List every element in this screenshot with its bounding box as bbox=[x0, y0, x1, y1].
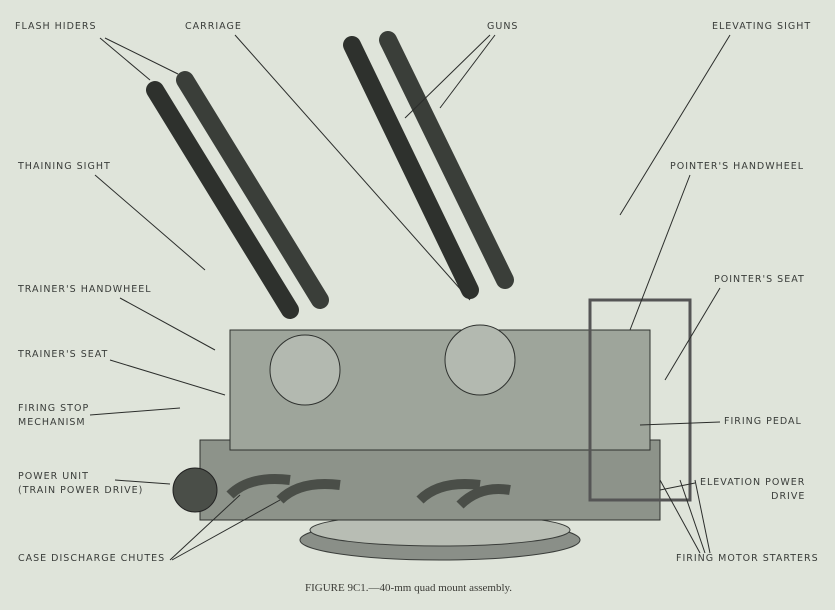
label-flash-hiders: FLASH HIDERS bbox=[15, 21, 97, 32]
label-trainers-seat: TRAINER'S SEAT bbox=[18, 349, 109, 360]
label-line: DRIVE bbox=[771, 491, 806, 502]
label-firing-pedal: FIRING PEDAL bbox=[724, 416, 802, 427]
label-elevating-sight: ELEVATING SIGHT bbox=[712, 21, 812, 32]
label-case-discharge-chutes: CASE DISCHARGE CHUTES bbox=[18, 553, 166, 564]
label-line: FIRING STOP bbox=[18, 403, 90, 414]
mount-base bbox=[199, 298, 692, 561]
label-training-sight: THAINING SIGHT bbox=[18, 161, 111, 172]
label-trainers-handwheel: TRAINER'S HANDWHEEL bbox=[18, 284, 152, 295]
label-elevation-power-drive: ELEVATION POWER DRIVE bbox=[700, 476, 805, 504]
label-line: ELEVATION POWER bbox=[700, 477, 806, 488]
label-guns: GUNS bbox=[487, 21, 519, 32]
gun-barrels bbox=[146, 31, 514, 319]
label-line: POWER UNIT bbox=[18, 471, 89, 482]
label-line: (TRAIN POWER DRIVE) bbox=[18, 485, 144, 496]
label-firing-stop-mechanism: FIRING STOP MECHANISM bbox=[18, 402, 89, 430]
figure-caption: FIGURE 9C1.—40-mm quad mount assembly. bbox=[305, 582, 513, 594]
label-power-unit: POWER UNIT (TRAIN POWER DRIVE) bbox=[18, 470, 143, 498]
label-pointers-seat: POINTER'S SEAT bbox=[714, 274, 805, 285]
gun-receivers bbox=[172, 324, 516, 513]
label-line: MECHANISM bbox=[18, 417, 86, 428]
label-firing-motor-starters: FIRING MOTOR STARTERS bbox=[676, 553, 819, 564]
label-pointers-handwheel: POINTER'S HANDWHEEL bbox=[670, 161, 805, 172]
leader-lines bbox=[89, 34, 731, 561]
label-carriage: CARRIAGE bbox=[185, 21, 242, 32]
